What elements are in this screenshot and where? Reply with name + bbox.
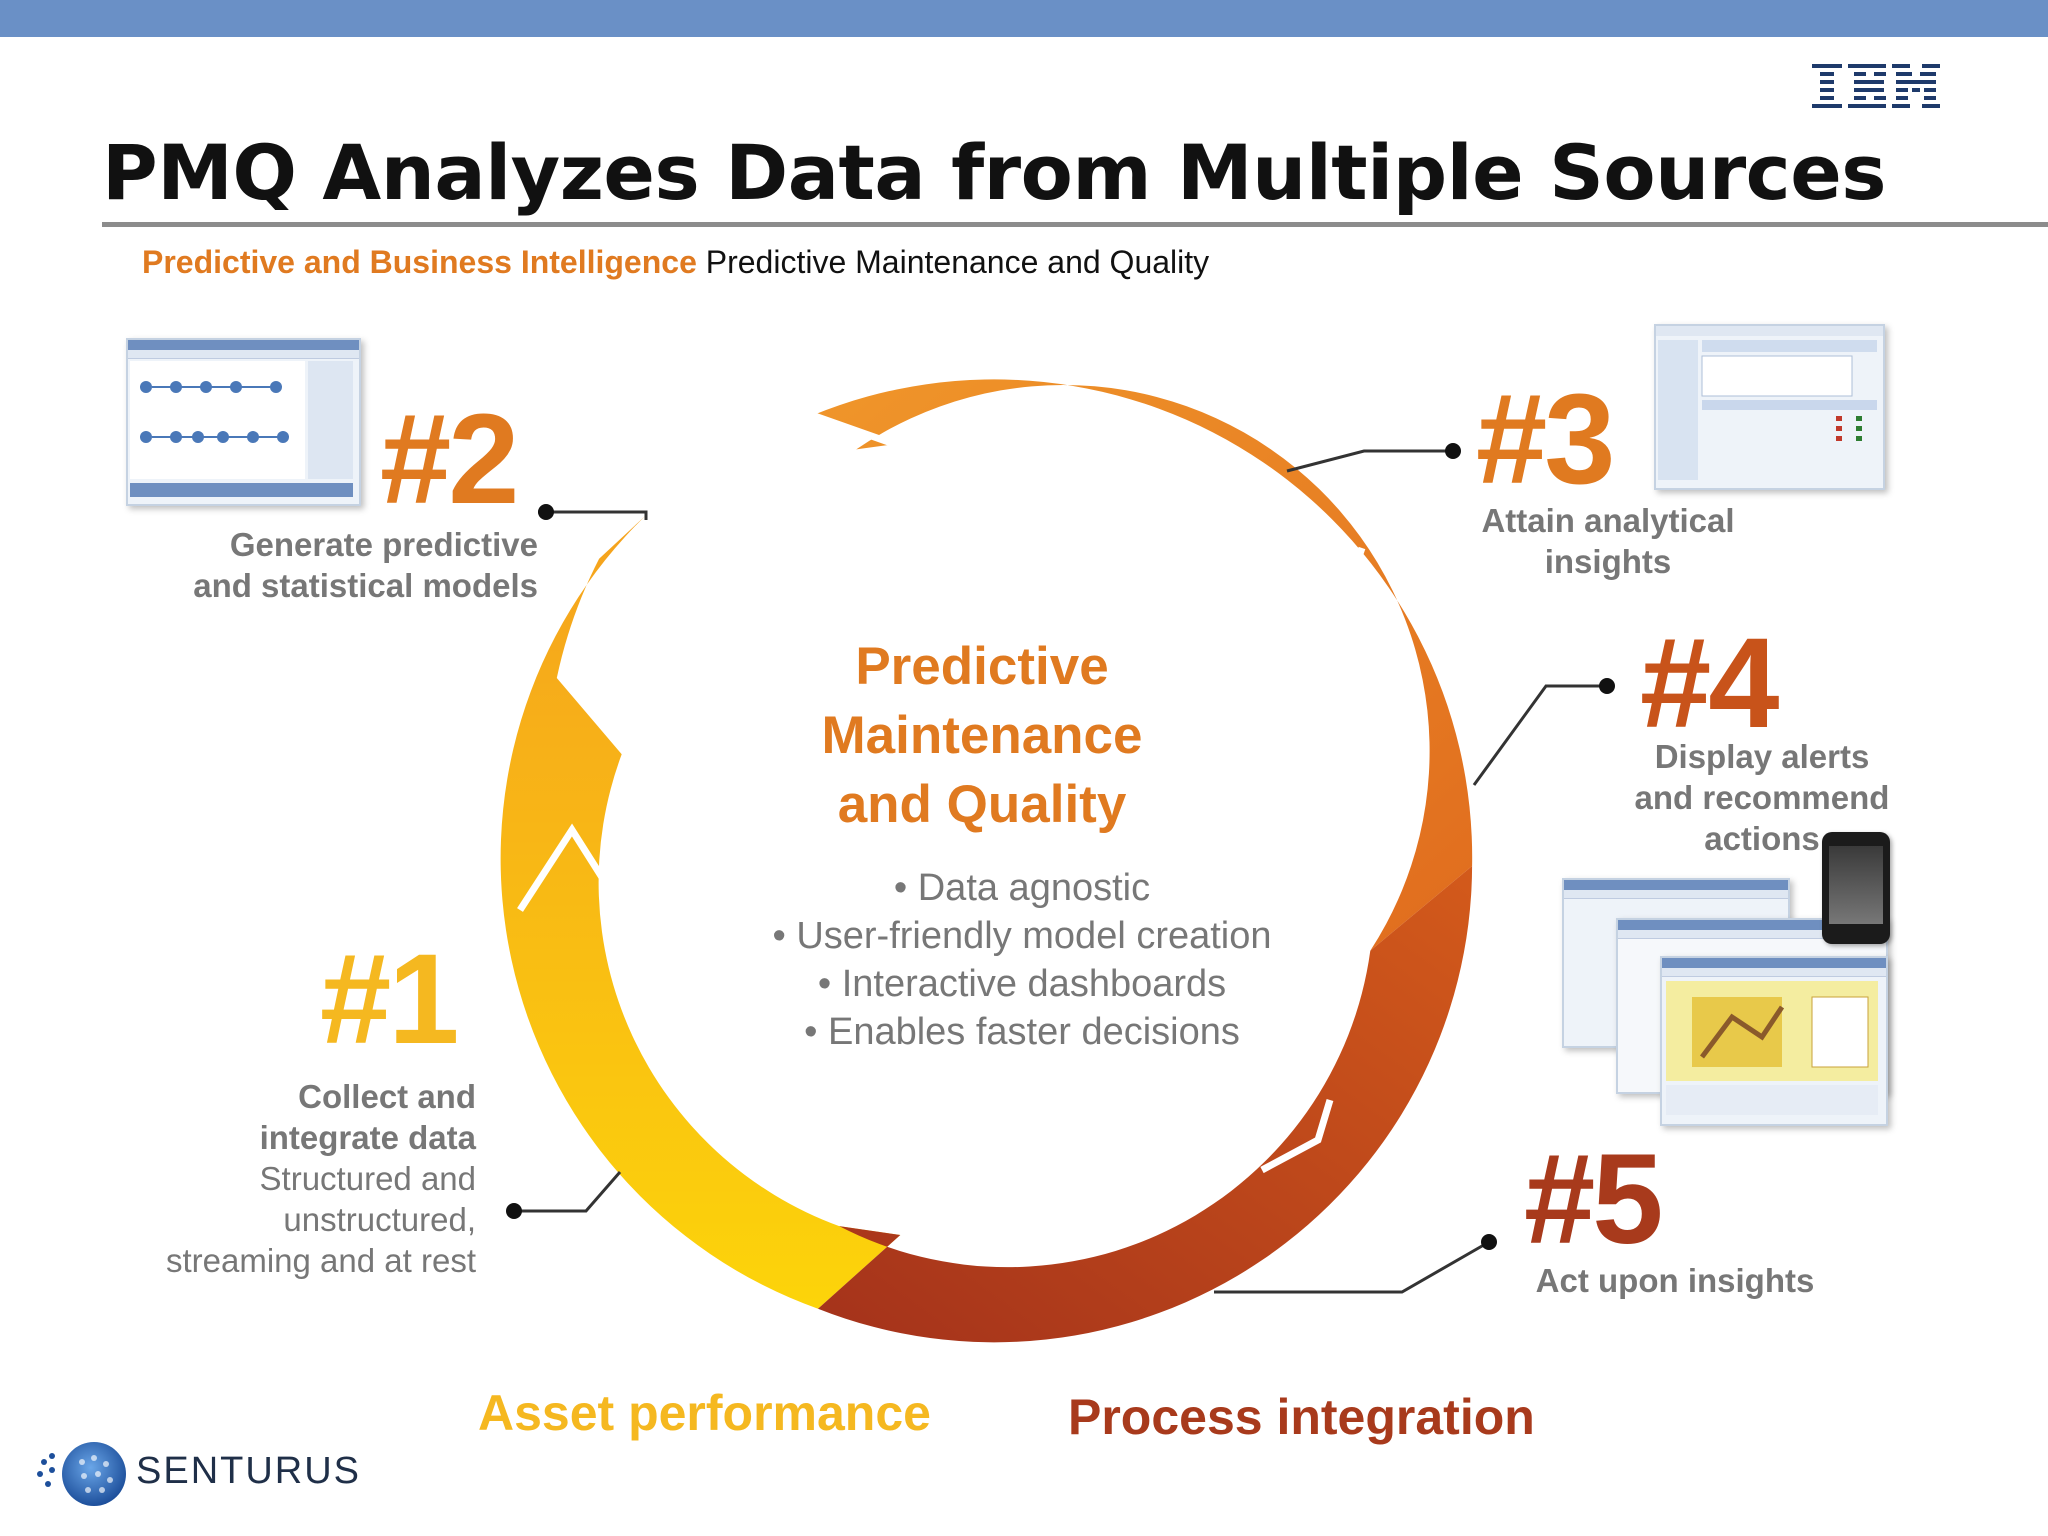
- step-label-line: Act upon insights: [1535, 1262, 1815, 1299]
- modeler-screenshot: [126, 338, 361, 506]
- screenshot-toolbar: [128, 350, 359, 359]
- asset-performance-label: Asset performance: [478, 1385, 931, 1441]
- page-subtitle: Predictive and Business Intelligence Pre…: [142, 244, 1209, 281]
- screenshot-toolbar: [1564, 890, 1788, 899]
- step-label-line: actions: [1704, 820, 1820, 857]
- center-title-line: Maintenance: [821, 706, 1143, 765]
- connector-dot-step2: [538, 504, 554, 520]
- step-number-4: #4: [1640, 612, 1779, 755]
- step-number-1: #1: [320, 928, 459, 1071]
- connector-step5: [1214, 1240, 1490, 1294]
- connector-dot-step3: [1445, 443, 1461, 459]
- screenshot-toolbar: [1662, 968, 1886, 977]
- subtitle-accent: Predictive and Business Intelligence: [142, 244, 697, 280]
- screenshot-titlebar: [1618, 920, 1886, 930]
- process-integration-label: Process integration: [1068, 1389, 1535, 1445]
- bullet-item: • Data agnostic: [893, 867, 1151, 909]
- step-number-2: #2: [380, 388, 519, 531]
- page-title: PMQ Analyzes Data from Multiple Sources: [102, 128, 1887, 217]
- step-label-line: Attain analytical: [1481, 502, 1735, 539]
- step-label-line: Collect and: [298, 1078, 476, 1115]
- step-label-line: insights: [1544, 543, 1672, 580]
- step-sub-line: streaming and at rest: [166, 1242, 476, 1279]
- step-label-4: Display alerts and recommend actions: [1600, 736, 1924, 859]
- ibm-logo: [1812, 64, 1940, 108]
- arrow-separator-left: [517, 823, 613, 912]
- step-sub-line: unstructured,: [283, 1201, 476, 1238]
- smartphone-icon: [1822, 832, 1890, 944]
- connector-step3: [1286, 449, 1453, 473]
- step-label-3: Attain analytical insights: [1426, 500, 1790, 582]
- dashboard-canvas: [1658, 340, 1877, 480]
- arrow-separator-top: [810, 411, 900, 502]
- ring-segment-process: [818, 866, 1473, 1343]
- report-screenshot-3: [1660, 956, 1888, 1126]
- screenshot-titlebar: [1656, 326, 1883, 336]
- step-number-5: #5: [1524, 1128, 1663, 1271]
- center-bullets: • Data agnostic • User-friendly model cr…: [722, 864, 1322, 1056]
- arrow-separator-right: [1292, 546, 1366, 647]
- screenshot-titlebar: [1564, 880, 1788, 890]
- center-title-line: and Quality: [837, 775, 1127, 834]
- senturus-logo-text: SENTURUS: [136, 1450, 362, 1492]
- step-label-1: Collect and integrate data Structured an…: [120, 1076, 476, 1281]
- dashboard-screenshot: [1654, 324, 1885, 490]
- center-title: Predictive Maintenance and Quality: [782, 632, 1182, 839]
- connector-step1: [514, 1171, 622, 1213]
- title-divider: [102, 222, 2048, 227]
- arrow-separator-bottom: [1260, 1098, 1334, 1174]
- screenshot-toolbar: [1618, 930, 1886, 939]
- step-label-2: Generate predictive and statistical mode…: [150, 524, 538, 606]
- screenshot-titlebar: [1662, 958, 1886, 968]
- center-title-line: Predictive: [855, 637, 1109, 696]
- ring-segment-insight: [812, 379, 1473, 951]
- step-label-5: Act upon insights: [1500, 1260, 1850, 1301]
- step-label-line: integrate data: [259, 1119, 476, 1156]
- modeler-canvas: [130, 361, 353, 497]
- top-accent-bar: [0, 0, 2048, 37]
- connector-dot-step1: [506, 1203, 522, 1219]
- connector-dot-step5: [1481, 1234, 1497, 1250]
- bullet-item: • Enables faster decisions: [804, 1011, 1240, 1053]
- bullet-item: • Interactive dashboards: [817, 963, 1227, 1005]
- connector-dot-step4: [1599, 678, 1615, 694]
- ring-segment-asset: [500, 515, 901, 1309]
- globe-logo-icon: [37, 1442, 126, 1506]
- step-number-3: #3: [1476, 368, 1615, 511]
- connector-step4: [1472, 684, 1607, 786]
- screenshot-titlebar: [128, 340, 359, 350]
- step-label-line: Generate predictive: [229, 526, 538, 563]
- step-sub-line: Structured and: [259, 1160, 476, 1197]
- bullet-item: • User-friendly model creation: [772, 915, 1272, 957]
- step-label-line: and recommend: [1634, 779, 1890, 816]
- step-label-line: and statistical models: [193, 567, 538, 604]
- subtitle-rest: Predictive Maintenance and Quality: [705, 244, 1210, 280]
- report-canvas: [1666, 981, 1878, 1115]
- step-label-line: Display alerts: [1654, 738, 1870, 775]
- connector-step2: [538, 510, 648, 520]
- smartphone-screen: [1829, 846, 1883, 924]
